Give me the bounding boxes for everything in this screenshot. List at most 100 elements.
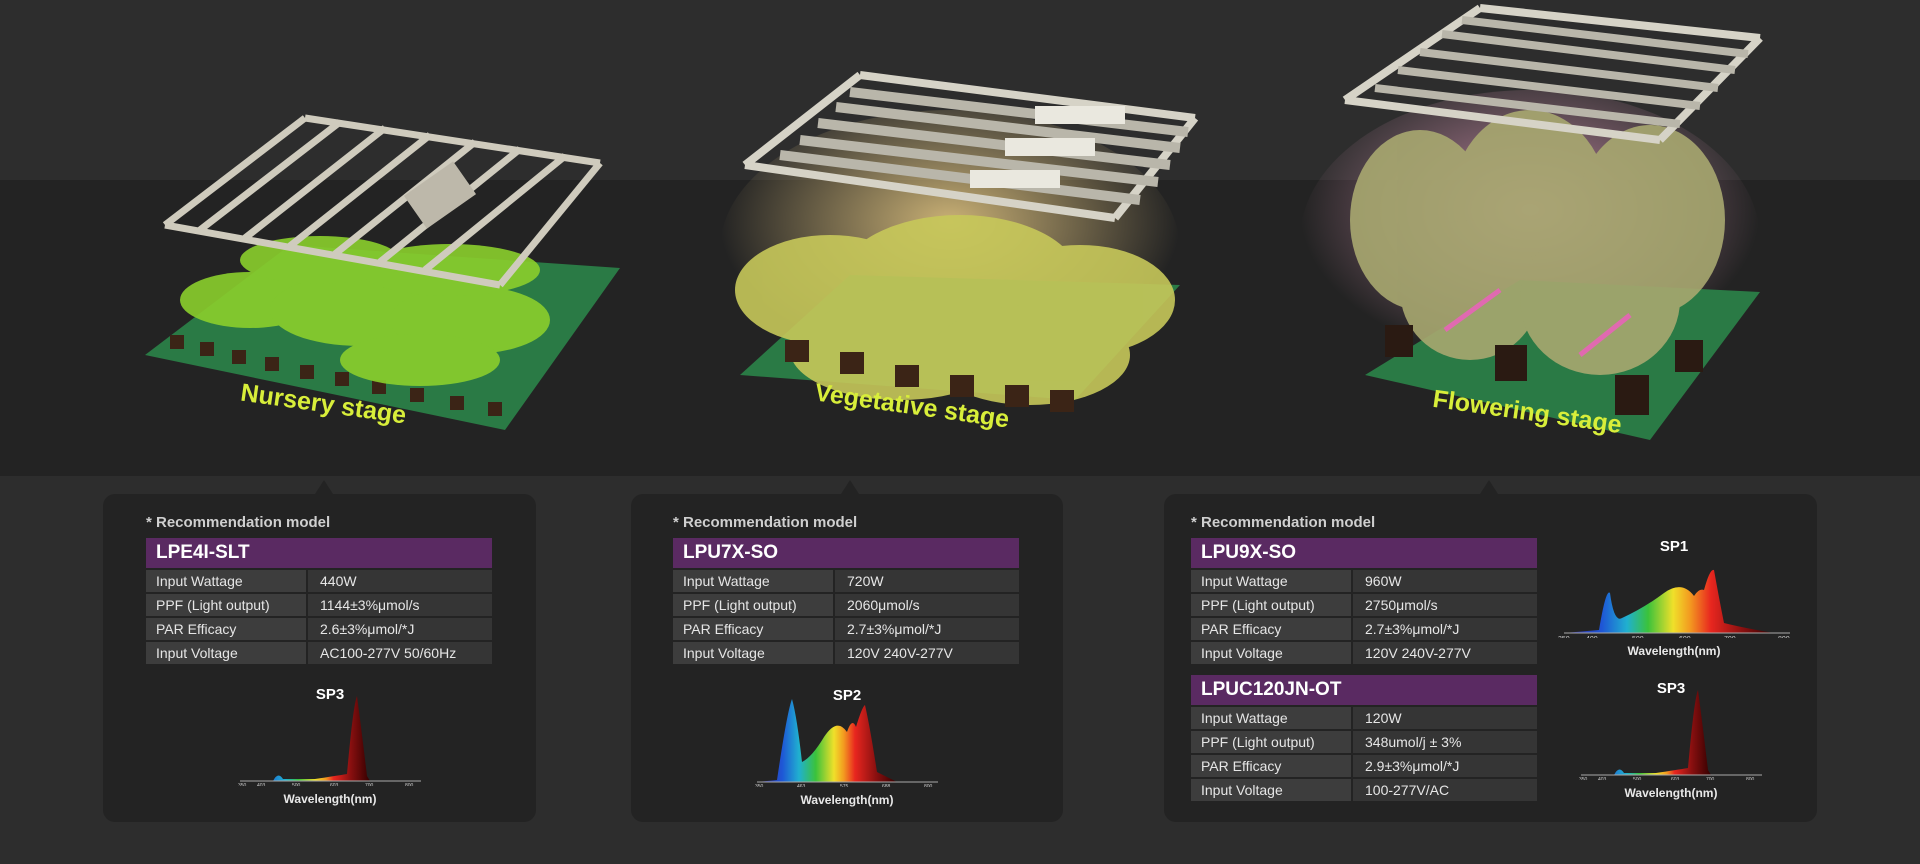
model-name: LPE4I-SLT [146,538,492,568]
spec-key: Input Voltage [146,642,306,664]
spectrum-title: SP2 [832,687,862,704]
tick-label: 350 [1579,777,1588,780]
spec-value: 960W [1353,570,1537,592]
tick-label: 463 [797,784,806,787]
spec-value: 2750μmol/s [1353,594,1537,616]
spec-value: 2060μmol/s [835,594,1019,616]
tick-label: 688 [882,784,891,787]
spectrum-graphic: 350 400 500 600 700 800 [1558,569,1790,638]
tick-label: 403 [1598,777,1607,780]
spectrum-chart-sp3: SP3 350 403 500 603 700 800 Wavelength(n… [1576,680,1766,800]
tick-label: 800 [405,783,414,786]
recommendation-card-vegetative: * Recommendation model LPU7X-SO Input Wa… [631,480,1063,822]
spec-value: 2.7±3%μmol/*J [1353,618,1537,640]
nursery-scene [145,114,620,430]
tick-label: 700 [1706,777,1715,780]
spectrum-axis-label: Wavelength(nm) [1627,644,1721,658]
tick-label: 800 [924,784,933,787]
spec-value: AC100-277V 50/60Hz [308,642,492,664]
recommendation-card-flowering: * Recommendation model LPU9X-SO Input Wa… [1164,480,1817,822]
tick-label: 700 [1724,636,1736,638]
tick-label: 350 [1558,636,1570,638]
model-name: LPU9X-SO [1191,538,1537,568]
flowering-scene [1300,4,1763,440]
spec-key: Input Wattage [673,570,833,592]
tick-label: 800 [1778,636,1790,638]
spectrum-title: SP3 [1656,680,1686,697]
spec-key: PPF (Light output) [1191,731,1351,753]
spectrum-title: SP1 [1659,538,1689,555]
spectrum-chart-sp2: SP2 350 463 575 688 800 Wavelength(nm) [752,687,942,807]
recommendation-label: * Recommendation model [1191,514,1376,531]
tick-label: 700 [365,783,374,786]
spec-key: PPF (Light output) [146,594,306,616]
tick-label: 800 [1746,777,1755,780]
spec-key: PPF (Light output) [1191,594,1351,616]
spec-row-ppf: PPF (Light output)1144±3%μmol/s [146,594,492,616]
spec-value: 2.9±3%μmol/*J [1353,755,1537,777]
tick-label: 603 [1671,777,1680,780]
spec-value: 440W [308,570,492,592]
spec-key: PPF (Light output) [673,594,833,616]
tick-label: 500 [1633,777,1642,780]
spec-key: Input Voltage [673,642,833,664]
tick-label: 575 [840,784,849,787]
card-pointer [1480,480,1498,494]
spectrum-axis-label: Wavelength(nm) [283,792,377,806]
spectrum-graphic: 350 403 500 603 700 800 [1579,690,1762,780]
tick-label: 603 [330,783,339,786]
spectrum-axis-label: Wavelength(nm) [800,793,894,807]
recommendation-card-nursery: * Recommendation model LPE4I-SLT Input W… [103,480,536,822]
spec-value: 1144±3%μmol/s [308,594,492,616]
spectrum-graphic: 350 463 575 688 800 [755,699,938,787]
spec-key: Input Voltage [1191,642,1351,664]
card-pointer [841,480,859,494]
card-pointer [315,480,333,494]
spec-key: Input Voltage [1191,779,1351,801]
model-name: LPUC120JN-OT [1191,675,1537,705]
spec-value: 720W [835,570,1019,592]
spec-key: PAR Efficacy [673,618,833,640]
spectrum-axis-label: Wavelength(nm) [1624,786,1718,800]
spec-value: 100-277V/AC [1353,779,1537,801]
model-name: LPU7X-SO [673,538,1019,568]
spec-value: 120W [1353,707,1537,729]
spec-row-ppf: PPF (Light output)2750μmol/s [1191,594,1537,616]
spec-value: 348umol/j ± 3% [1353,731,1537,753]
spec-value: 120V 240V-277V [1353,642,1537,664]
spec-value: 120V 240V-277V [835,642,1019,664]
spec-key: PAR Efficacy [146,618,306,640]
grow-scene-illustrations [145,4,1763,440]
recommendation-label: * Recommendation model [673,514,858,531]
vegetative-scene [720,71,1199,412]
spectrum-chart-sp3: SP3 350 403 500 603 700 800 Wavele [235,686,425,806]
spec-value: 2.6±3%μmol/*J [308,618,492,640]
spec-value: 2.7±3%μmol/*J [835,618,1019,640]
tick-label: 350 [238,783,247,786]
tick-label: 500 [1632,636,1644,638]
spec-key: PAR Efficacy [1191,755,1351,777]
recommendation-label: * Recommendation model [146,514,331,531]
tick-label: 403 [257,783,266,786]
spectrum-graphic: 350 403 500 603 700 800 [238,696,421,786]
tick-label: 600 [1679,636,1691,638]
tick-label: 400 [1586,636,1598,638]
spec-row-ppf: PPF (Light output)2060μmol/s [673,594,1019,616]
spectrum-chart-sp1: SP1 350 400 500 600 700 800 Wavele [1554,538,1794,658]
spec-row-ppf: PPF (Light output)348umol/j ± 3% [1191,731,1537,753]
